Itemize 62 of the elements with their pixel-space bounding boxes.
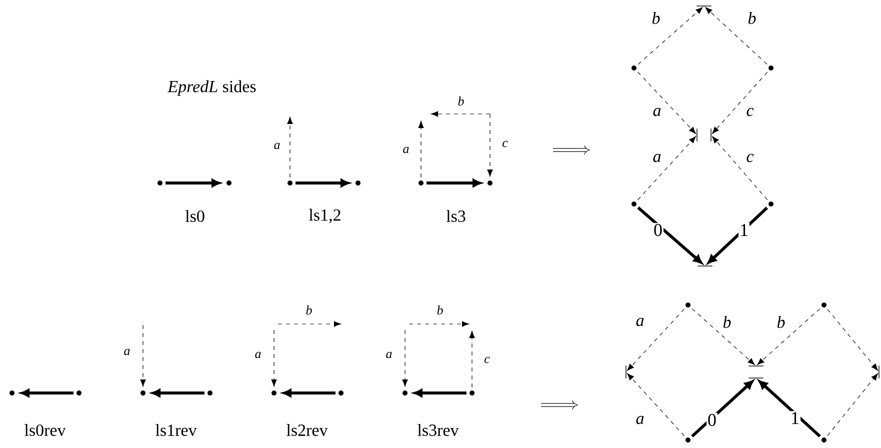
dashed-arrow [140, 324, 146, 387]
edge-label: c [746, 108, 754, 116]
caption: ls1,2 [309, 208, 340, 224]
dashed-arrow [637, 136, 696, 200]
edge-label: a [274, 142, 280, 150]
dashed-arrow [712, 72, 768, 134]
arrow [708, 206, 768, 264]
title: EpredL sides [168, 80, 256, 96]
edge-label: a [653, 108, 661, 116]
edge-label: 1 [792, 412, 798, 424]
dashed-arrow [271, 330, 277, 387]
caption: ls0 [185, 210, 204, 222]
arrow [20, 389, 74, 397]
edge-label: c [484, 356, 490, 364]
edge-label: a [386, 352, 392, 358]
dashed-arrow [637, 72, 696, 134]
dashed-arrow [712, 136, 768, 200]
edge-label: b [723, 316, 731, 328]
edge-label: b [652, 12, 660, 24]
caption: ls2rev [286, 424, 328, 436]
arrow [758, 380, 821, 438]
edge-label: 0 [654, 224, 662, 236]
arrow [691, 380, 754, 438]
edge-label: c [502, 140, 508, 148]
dashed-arrow [692, 308, 755, 365]
edge-label: a [636, 416, 644, 424]
dashed-arrow [827, 308, 878, 371]
arrow [152, 389, 204, 397]
edge-label: a [124, 348, 130, 356]
edge-label: a [636, 318, 644, 326]
arrow-label: b [458, 96, 464, 106]
arrow-label: b [437, 305, 443, 315]
arrow [414, 389, 466, 397]
edge-label: 0 [708, 414, 716, 426]
dashed-arrow [469, 330, 475, 388]
edge-label: a [653, 154, 661, 162]
arrow [637, 206, 702, 264]
arrow [282, 389, 336, 397]
dashed-arrow [487, 114, 493, 177]
dashed-arrow [827, 373, 878, 436]
dashed-arrow [418, 120, 424, 178]
edge-label: a [255, 352, 261, 358]
dashed-arrow [627, 373, 685, 436]
caption: ls1rev [156, 424, 197, 436]
caption: ls0rev [24, 424, 66, 436]
dashed-arrow [402, 330, 408, 387]
dashed-arrow [757, 308, 820, 365]
arrow [296, 179, 350, 187]
dashed-arrow [638, 7, 703, 65]
edge-label: c [746, 154, 754, 162]
dashed-arrow [627, 308, 685, 371]
edge-label: b [777, 316, 785, 328]
arrow-label: b [306, 305, 312, 315]
dashed-arrow [287, 116, 293, 178]
edge-label: a [403, 146, 409, 154]
edge-label: 1 [741, 224, 748, 236]
edge-label: b [748, 12, 756, 24]
arrow [166, 179, 220, 187]
caption: ls3 [446, 210, 466, 222]
dashed-arrow [705, 7, 768, 65]
arrow [426, 179, 482, 187]
caption: ls3rev [418, 424, 459, 436]
